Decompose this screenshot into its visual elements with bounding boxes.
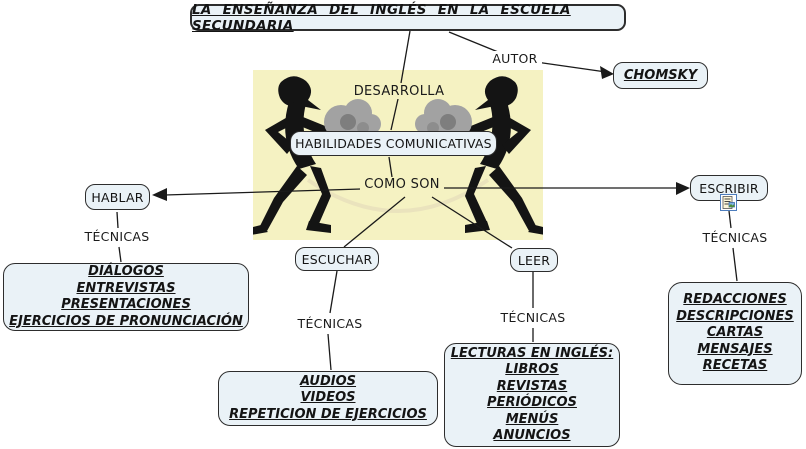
- node-chomsky[interactable]: CHOMSKY: [613, 62, 708, 89]
- escuchar-text: ESCUCHAR: [301, 251, 373, 267]
- technique-item: PERIÓDICOS: [487, 395, 577, 410]
- node-habilidades-comunicativas[interactable]: HABILIDADES COMUNICATIVAS: [290, 131, 497, 156]
- node-hablar[interactable]: HABLAR: [85, 184, 150, 210]
- technique-item: REDACCIONES: [683, 292, 787, 308]
- escribir-text: ESCRIBIR: [699, 180, 759, 196]
- technique-item: MENSAJES: [697, 341, 773, 357]
- technique-item: LIBROS: [505, 362, 559, 377]
- technique-item: REPETICION DE EJERCICIOS: [229, 406, 427, 422]
- link-label-tecnicas-escribir[interactable]: TÉCNICAS: [700, 230, 770, 245]
- technique-item: MENÚS: [505, 411, 559, 427]
- technique-item: RECETAS: [702, 358, 768, 374]
- title-node[interactable]: LA ENSEÑANZA DEL INGLÉS EN LA ESCUELA SE…: [190, 1, 626, 34]
- title-text: LA ENSEÑANZA DEL INGLÉS EN LA ESCUELA SE…: [192, 1, 571, 34]
- node-escuchar-tecnicas[interactable]: AUDIOS VIDEOS REPETICION DE EJERCICIOS: [218, 371, 438, 426]
- node-escribir[interactable]: ESCRIBIR: [690, 175, 768, 201]
- technique-item: REVISTAS: [496, 378, 568, 394]
- hablar-text: HABLAR: [91, 189, 144, 205]
- chomsky-text: CHOMSKY: [623, 68, 698, 83]
- technique-item: AUDIOS: [299, 373, 357, 389]
- technique-item: DIÁLOGOS: [88, 264, 164, 279]
- technique-item: EJERCICIOS DE PRONUNCIACIÓN: [9, 313, 243, 329]
- habilidades-text: HABILIDADES COMUNICATIVAS: [295, 136, 492, 151]
- link-label-desarrolla[interactable]: DESARROLLA: [352, 84, 446, 99]
- link-label-tecnicas-escuchar[interactable]: TÉCNICAS: [295, 316, 365, 331]
- node-escribir-tecnicas[interactable]: REDACCIONES DESCRIPCIONES CARTAS MENSAJE…: [668, 282, 802, 385]
- document-glyph: [722, 196, 735, 209]
- node-hablar-tecnicas[interactable]: DIÁLOGOS ENTREVISTAS PRESENTACIONES EJER…: [3, 263, 249, 331]
- link-label-tecnicas-leer[interactable]: TÉCNICAS: [498, 310, 568, 325]
- node-leer-tecnicas[interactable]: LECTURAS EN INGLÉS: LIBROS REVISTAS PERI…: [444, 343, 620, 447]
- link-label-autor[interactable]: AUTOR: [488, 51, 542, 66]
- link-label-tecnicas-hablar[interactable]: TÉCNICAS: [82, 229, 152, 244]
- technique-item: DESCRIPCIONES: [676, 308, 794, 324]
- leer-text: LEER: [517, 252, 551, 268]
- technique-item: ENTREVISTAS: [76, 280, 176, 296]
- technique-item: VIDEOS: [300, 390, 356, 406]
- node-escuchar[interactable]: ESCUCHAR: [295, 247, 379, 271]
- technique-item: ANUNCIOS: [493, 428, 571, 443]
- link-label-como-son[interactable]: COMO SON: [360, 177, 444, 192]
- technique-item: CARTAS: [706, 325, 764, 341]
- technique-item: PRESENTACIONES: [61, 297, 191, 312]
- node-leer[interactable]: LEER: [510, 248, 558, 272]
- technique-item: LECTURAS EN INGLÉS:: [450, 345, 614, 361]
- document-resource-icon[interactable]: [720, 194, 737, 211]
